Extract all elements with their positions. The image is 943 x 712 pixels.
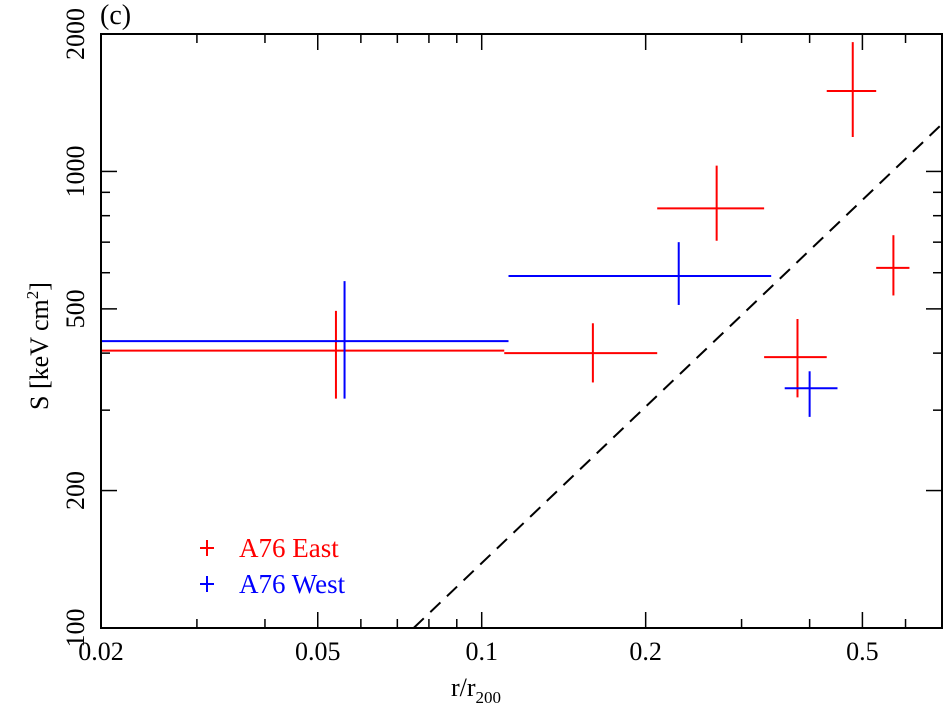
tick-labels: 0.02 0.05 0.1 0.2 0.5 100 200 500 1000 2000 [61, 8, 879, 666]
x-tick-label: 0.02 [78, 637, 124, 666]
y-tick-label: 1000 [61, 145, 90, 197]
x-tick-label: 0.1 [465, 637, 498, 666]
data-point [504, 323, 658, 383]
data-point [657, 165, 765, 241]
data-point [101, 310, 505, 399]
axis-ticks [100, 33, 943, 629]
x-axis-label: r/r200 [451, 673, 501, 707]
legend-label: A76 West [239, 569, 346, 599]
y-tick-label: 2000 [61, 8, 90, 60]
data-point [826, 42, 877, 137]
data-point [876, 235, 910, 296]
data-point [101, 281, 509, 399]
x-axis-label-sub: 200 [476, 688, 502, 707]
data-point [784, 371, 838, 417]
reference-dashed-line [412, 123, 942, 628]
y-tick-label: 200 [61, 471, 90, 510]
y-tick-label: 100 [61, 609, 90, 648]
y-axis-label-sup: 2 [23, 291, 42, 300]
series-group [101, 42, 910, 417]
y-tick-label: 500 [61, 289, 90, 328]
reference-line-group [412, 123, 942, 628]
legend-label: A76 East [239, 533, 339, 563]
x-tick-label: 0.05 [295, 637, 341, 666]
y-axis-label-close: ] [25, 282, 54, 291]
series-1 [101, 42, 910, 399]
x-axis-label-main: r/r [451, 673, 476, 702]
x-tick-label: 0.5 [846, 637, 879, 666]
data-point [764, 319, 827, 398]
x-tick-label: 0.2 [629, 637, 662, 666]
series-2 [101, 242, 838, 417]
panel-label: (c) [100, 0, 131, 31]
plot-area [101, 42, 942, 628]
y-axis-label: S [keV cm2] [23, 282, 54, 410]
data-point [508, 242, 772, 305]
y-axis-label-main: S [keV cm [25, 299, 54, 410]
plot-frame [100, 33, 943, 629]
